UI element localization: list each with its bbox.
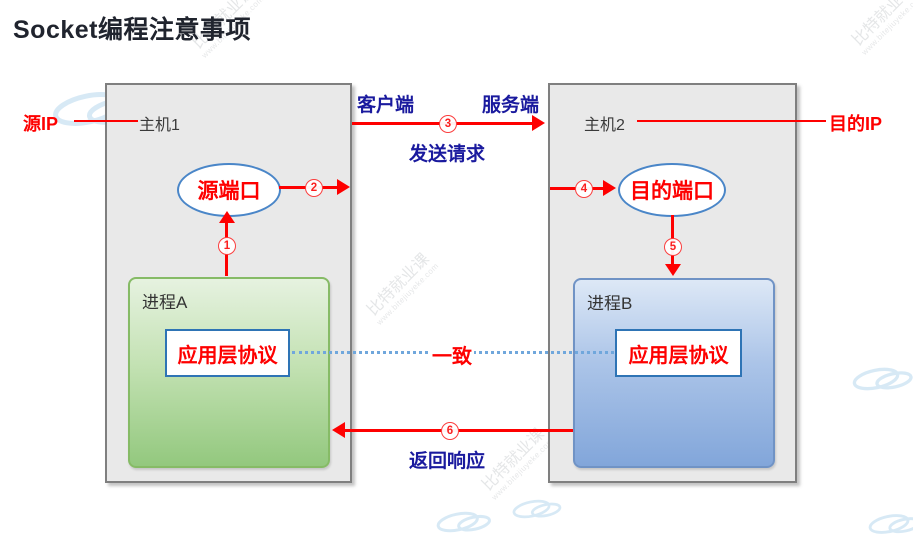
client-label: 客户端 (357, 95, 415, 116)
step-6-badge: 6 (441, 422, 459, 440)
step2-arrowhead-icon (337, 179, 350, 195)
process-b-label: 进程B (587, 294, 633, 313)
send-arrowhead-icon (532, 115, 545, 131)
return-arrowhead-icon (332, 422, 345, 438)
source-ip-line (74, 120, 138, 122)
protocol-a-box: 应用层协议 (165, 329, 290, 377)
dest-ip-label: 目的IP (829, 114, 883, 134)
cloud-watermark-icon (868, 512, 913, 534)
protocol-a-label: 应用层协议 (177, 344, 278, 367)
dest-port-label: 目的端口 (630, 180, 714, 203)
consistent-label: 一致 (430, 340, 474, 369)
process-a-label: 进程A (142, 293, 188, 312)
step-1-badge: 1 (218, 237, 236, 255)
protocol-b-label: 应用层协议 (628, 344, 729, 367)
server-label: 服务端 (482, 95, 540, 116)
protocol-b-box: 应用层协议 (615, 329, 742, 377)
cloud-watermark-icon (852, 366, 913, 397)
step5-arrowhead-icon (665, 264, 681, 276)
dest-port-ellipse: 目的端口 (618, 163, 726, 217)
page-title: Socket编程注意事项 (13, 16, 251, 44)
step-2-badge: 2 (305, 179, 323, 197)
step-4-badge: 4 (575, 180, 593, 198)
step-3-badge: 3 (439, 115, 457, 133)
dest-ip-line (637, 120, 826, 122)
source-port-label: 源端口 (197, 180, 261, 203)
step1-arrowhead-icon (219, 211, 235, 223)
return-response-label: 返回响应 (409, 451, 486, 472)
cloud-watermark-icon (512, 498, 564, 525)
step4-arrowhead-icon (603, 180, 616, 196)
host1-label: 主机1 (139, 117, 180, 134)
host2-label: 主机2 (584, 117, 625, 134)
source-port-ellipse: 源端口 (177, 163, 281, 217)
source-ip-label: 源IP (23, 114, 59, 134)
cloud-watermark-icon (436, 510, 494, 534)
send-request-label: 发送请求 (409, 144, 486, 165)
step-5-badge: 5 (664, 238, 682, 256)
